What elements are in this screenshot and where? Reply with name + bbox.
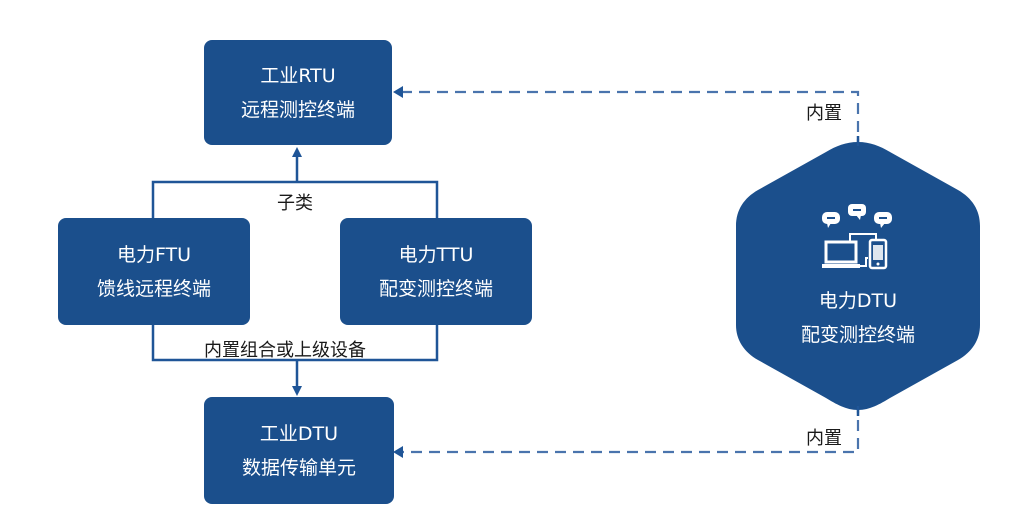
node-title: 工业DTU (259, 422, 339, 445)
subclass-connector (151, 147, 439, 218)
node-subtitle: 配变测控终端 (378, 277, 493, 300)
dtu-power-hexagon[interactable] (736, 142, 980, 410)
builtin-top-connector (393, 86, 860, 150)
node-power-ttu[interactable]: 电力TTU 配变测控终端 (340, 218, 532, 325)
node-title: 电力TTU (398, 243, 474, 266)
dtu-power-text: 电力DTU 配变测控终端 (735, 284, 981, 352)
node-subtitle: 远程测控终端 (240, 98, 355, 121)
builtin-combo-label: 内置组合或上级设备 (204, 340, 366, 361)
node-subtitle: 数据传输单元 (241, 456, 356, 479)
node-title: 电力DTU (818, 290, 898, 312)
node-subtitle: 配变测控终端 (800, 324, 915, 346)
node-title: 工业RTU (260, 64, 336, 87)
node-industrial-rtu[interactable]: 工业RTU 远程测控终端 (204, 40, 392, 145)
builtin-bottom-label: 内置 (806, 428, 842, 449)
node-title: 电力FTU (116, 243, 192, 266)
node-subtitle: 馈线远程终端 (96, 277, 211, 300)
subclass-label: 子类 (277, 193, 313, 214)
node-industrial-dtu[interactable]: 工业DTU 数据传输单元 (204, 397, 394, 504)
builtin-bottom-connector (393, 402, 860, 458)
node-power-ftu[interactable]: 电力FTU 馈线远程终端 (58, 218, 250, 325)
builtin-top-label: 内置 (806, 103, 842, 124)
devices-communication-icon (822, 204, 892, 270)
builtin-combo-connector (151, 325, 439, 396)
